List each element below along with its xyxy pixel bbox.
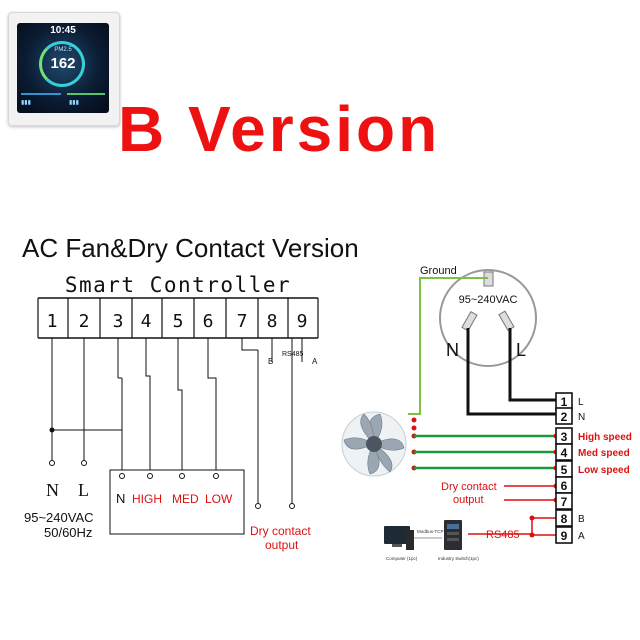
right-terminal-label: A [578, 531, 585, 542]
left-terminal-number: 7 [237, 311, 248, 332]
left-terminal-number: 9 [297, 311, 308, 332]
right-dry-contact-label: Dry contact [441, 481, 497, 493]
device-gauge-ring [39, 41, 85, 87]
left-dry-contact-output: output [265, 538, 299, 552]
right-terminal-cell [555, 407, 573, 425]
device-bar [21, 93, 61, 95]
right-terminal-label: B [578, 514, 585, 525]
switch-caption: Industry Switch(1pc) [438, 556, 479, 561]
right-terminal-number: 9 [561, 529, 568, 543]
right-terminal-label: N [578, 412, 585, 423]
fan-icon [341, 411, 407, 477]
right-wiring-diagram: 95~240VAC Ground N L [341, 265, 632, 561]
left-dry-contact-label: Dry contact [250, 524, 311, 538]
device-pm-value: 162 [50, 55, 76, 72]
computer-caption: Computer (1pc) [386, 556, 418, 561]
ground-wire [408, 277, 488, 415]
right-terminal-label: High speed [578, 432, 632, 443]
version-title: B Version [118, 93, 441, 165]
power-freq-label: 50/60Hz [44, 525, 92, 540]
right-rs485-label: RS485 [486, 529, 520, 541]
fan-high-label: HIGH [132, 492, 162, 506]
neutral-wire [466, 328, 556, 416]
power-voltage-label: 95~240VAC [24, 510, 94, 525]
right-terminal-cell [555, 492, 573, 510]
control-wires [468, 485, 556, 536]
right-terminal-cell [555, 509, 573, 527]
device-screen: 10:45 PM2.5 162 ▮▮▮ ▮▮▮ [17, 23, 109, 113]
modbus-caption: Modbus-TCP [417, 529, 444, 534]
device-pm-label: PM2.5 [54, 47, 72, 53]
left-a-label: A [312, 357, 318, 366]
plug-n-label: N [446, 340, 459, 360]
right-terminal-label: Low speed [578, 465, 630, 476]
device-thumbnail: 10:45 PM2.5 162 ▮▮▮ ▮▮▮ [8, 12, 120, 126]
left-b-label: B [268, 357, 273, 366]
section-title: AC Fan&Dry Contact Version [22, 233, 359, 263]
left-terminal-number: 4 [141, 311, 152, 332]
fan-low-label: LOW [205, 492, 233, 506]
device-stat: ▮▮▮ [69, 100, 79, 106]
device-stat: ▮▮▮ [21, 100, 31, 106]
right-terminal-cell [555, 443, 573, 461]
fan-med-label: MED [172, 492, 199, 506]
left-terminal-number: 3 [113, 311, 124, 332]
live-wire [508, 328, 556, 402]
plug-l-label: L [516, 340, 526, 360]
right-terminal-number: 5 [561, 463, 568, 477]
power-plug [439, 269, 537, 367]
right-terminal-number: 8 [561, 512, 568, 526]
left-terminal-number: 5 [173, 311, 184, 332]
right-terminal-number: 3 [561, 430, 568, 444]
right-dry-contact-output: output [453, 494, 484, 506]
left-terminal-number: 8 [267, 311, 278, 332]
power-l-label: L [78, 480, 89, 500]
controller-label: Smart Controller [65, 273, 291, 297]
right-terminal-number: 1 [561, 395, 568, 409]
right-terminal-number: 6 [561, 479, 568, 493]
junction-dot [49, 427, 55, 433]
industry-switch-icon [444, 520, 462, 550]
computer-icon [384, 526, 414, 550]
right-terminal-label: L [578, 397, 584, 408]
device-bar [67, 93, 105, 95]
right-terminal-label: Med speed [578, 448, 630, 459]
power-n-label: N [46, 480, 59, 500]
right-terminal-number: 7 [561, 495, 568, 509]
right-terminal-number: 2 [561, 410, 568, 424]
left-wires [51, 338, 303, 535]
ground-label: Ground [420, 265, 457, 277]
right-terminal-cell [555, 526, 573, 544]
fan-n-label: N [116, 491, 125, 506]
left-terminal-number: 1 [47, 311, 58, 332]
device-time: 10:45 [50, 25, 76, 36]
right-terminal-number: 4 [561, 446, 568, 460]
left-rs485-label: RS485 [282, 351, 304, 358]
left-terminal-number: 6 [203, 311, 214, 332]
plug-n-pin [461, 311, 478, 332]
fan-wire-dots [411, 417, 417, 471]
plug-voltage-label: 95~240VAC [459, 294, 518, 306]
left-terminal-number: 2 [79, 311, 90, 332]
left-terminal-dots [49, 460, 295, 509]
speed-wires [414, 434, 556, 470]
